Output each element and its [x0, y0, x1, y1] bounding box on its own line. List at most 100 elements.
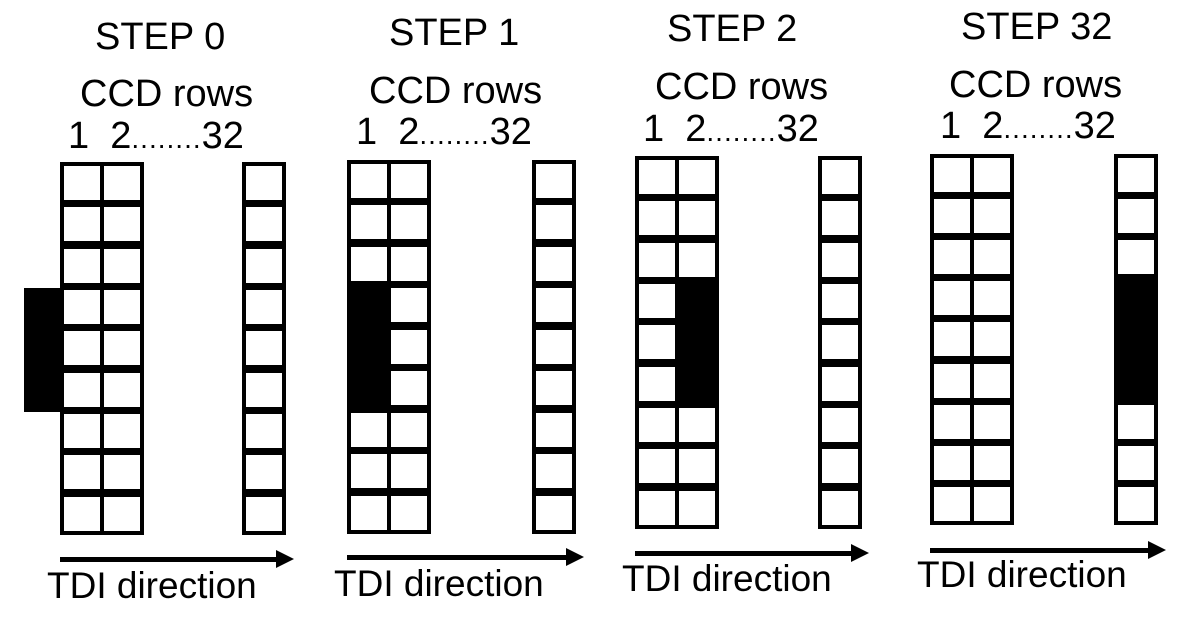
ccd-pixel-cell — [970, 236, 1014, 278]
ccd-pixel-cell — [100, 245, 144, 287]
ccd-pixel-cell — [100, 203, 144, 245]
ccd-pixel-cell — [347, 243, 391, 285]
ccd-pixel-cell — [60, 245, 104, 287]
ccd-pixel-cell — [930, 195, 974, 237]
ccd-pixel-cell — [532, 450, 576, 492]
row-label-32: 32 — [776, 108, 819, 150]
row-label-1: 1 — [68, 115, 90, 157]
ccd-pixel-cell — [930, 277, 974, 319]
ccd-pixel-cell — [675, 156, 719, 198]
ccd-pixel-cell — [60, 203, 104, 245]
ccd-pixel-cell — [1114, 154, 1158, 196]
ccd-pixel-cell — [970, 318, 1014, 360]
ccd-pixel-cell — [930, 401, 974, 443]
ccd-pixel-cell — [532, 326, 576, 368]
tdi-arrow-icon — [347, 548, 584, 566]
ccd-pixel-cell — [675, 197, 719, 239]
ccd-pixel-cell — [60, 410, 104, 452]
ccd-pixel-cell — [532, 201, 576, 243]
row-number-labels: 1 2........32 — [356, 113, 532, 151]
ccd-pixel-cell — [242, 451, 286, 493]
row-number-labels: 1 2........32 — [643, 110, 819, 148]
ccd-pixel-cell — [347, 492, 391, 534]
ccd-pixel-cell — [387, 367, 431, 409]
ccd-pixel-cell — [242, 493, 286, 535]
ccd-pixel-cell — [930, 483, 974, 525]
row-label-ellipsis: ........ — [419, 119, 490, 150]
ccd-pixel-cell — [1114, 318, 1158, 360]
ccd-pixel-cell — [532, 492, 576, 534]
row-label-2: 2 — [110, 115, 132, 157]
row-label-1: 1 — [643, 108, 665, 150]
ccd-pixel-cell — [635, 239, 679, 281]
ccd-pixel-cell — [818, 321, 862, 363]
ccd-pixel-cell — [1114, 442, 1158, 484]
ccd-pixel-cell — [100, 327, 144, 369]
ccd-pixel-cell — [242, 245, 286, 287]
ccd-pixel-cell — [347, 201, 391, 243]
ccd-pixel-cell — [387, 326, 431, 368]
ccd-pixel-cell — [970, 401, 1014, 443]
ccd-pixel-cell — [635, 197, 679, 239]
ccd-pixel-cell — [930, 236, 974, 278]
ccd-pixel-cell — [347, 160, 391, 202]
ccd-pixel-cell — [818, 156, 862, 198]
tdi-direction-label: TDI direction — [622, 558, 832, 599]
ccd-pixel-cell — [818, 363, 862, 405]
ccd-pixel-cell — [635, 445, 679, 487]
ccd-pixel-cell — [930, 442, 974, 484]
ccd-pixel-cell — [1114, 401, 1158, 443]
ccd-pixel-cell — [387, 492, 431, 534]
ccd-rows-label: CCD rows — [369, 70, 543, 112]
ccd-pixel-cell — [818, 445, 862, 487]
ccd-pixel-cell — [635, 280, 679, 322]
ccd-pixel-cell — [387, 409, 431, 451]
ccd-rows-label: CCD rows — [655, 66, 829, 108]
ccd-pixel-cell — [60, 451, 104, 493]
ccd-pixel-cell — [387, 450, 431, 492]
ccd-rows-label: CCD rows — [949, 64, 1123, 106]
ccd-pixel-cell — [818, 280, 862, 322]
ccd-pixel-cell — [930, 318, 974, 360]
panel-title: STEP 0 — [95, 16, 226, 58]
row-label-ellipsis: ........ — [1003, 113, 1074, 144]
ccd-pixel-cell — [1114, 277, 1158, 319]
ccd-pixel-cell — [1114, 236, 1158, 278]
ccd-pixel-cell — [242, 162, 286, 204]
ccd-pixel-cell — [635, 487, 679, 529]
ccd-pixel-cell — [60, 286, 104, 328]
ccd-pixel-cell — [60, 327, 104, 369]
ccd-pixel-cell — [387, 284, 431, 326]
row-label-1: 1 — [940, 105, 962, 147]
ccd-pixel-cell — [387, 201, 431, 243]
ccd-pixel-cell — [930, 360, 974, 402]
ccd-pixel-cell — [635, 321, 679, 363]
ccd-pixel-cell — [675, 363, 719, 405]
ccd-pixel-cell — [242, 410, 286, 452]
ccd-pixel-cell — [1114, 483, 1158, 525]
ccd-pixel-cell — [100, 493, 144, 535]
tdi-direction-label: TDI direction — [47, 565, 257, 606]
ccd-pixel-cell — [675, 280, 719, 322]
row-label-2: 2 — [982, 105, 1004, 147]
ccd-pixel-cell — [347, 326, 391, 368]
ccd-rows-label: CCD rows — [80, 73, 254, 115]
row-number-labels: 1 2........32 — [940, 107, 1116, 145]
ccd-pixel-cell — [242, 327, 286, 369]
row-label-32: 32 — [1073, 105, 1116, 147]
ccd-pixel-cell — [100, 451, 144, 493]
ccd-pixel-cell — [347, 450, 391, 492]
ccd-pixel-cell — [100, 369, 144, 411]
ccd-pixel-cell — [675, 239, 719, 281]
row-number-labels: 1 2........32 — [68, 117, 244, 155]
tdi-arrow-icon — [635, 544, 869, 562]
tdi-arrow-icon — [60, 550, 294, 568]
ccd-pixel-cell — [635, 363, 679, 405]
ccd-pixel-cell — [242, 286, 286, 328]
row-label-ellipsis: ........ — [131, 123, 202, 154]
ccd-pixel-cell — [347, 409, 391, 451]
tdi-direction-label: TDI direction — [917, 554, 1127, 595]
ccd-pixel-cell — [532, 367, 576, 409]
row-label-32: 32 — [201, 115, 244, 157]
ccd-pixel-cell — [1114, 360, 1158, 402]
